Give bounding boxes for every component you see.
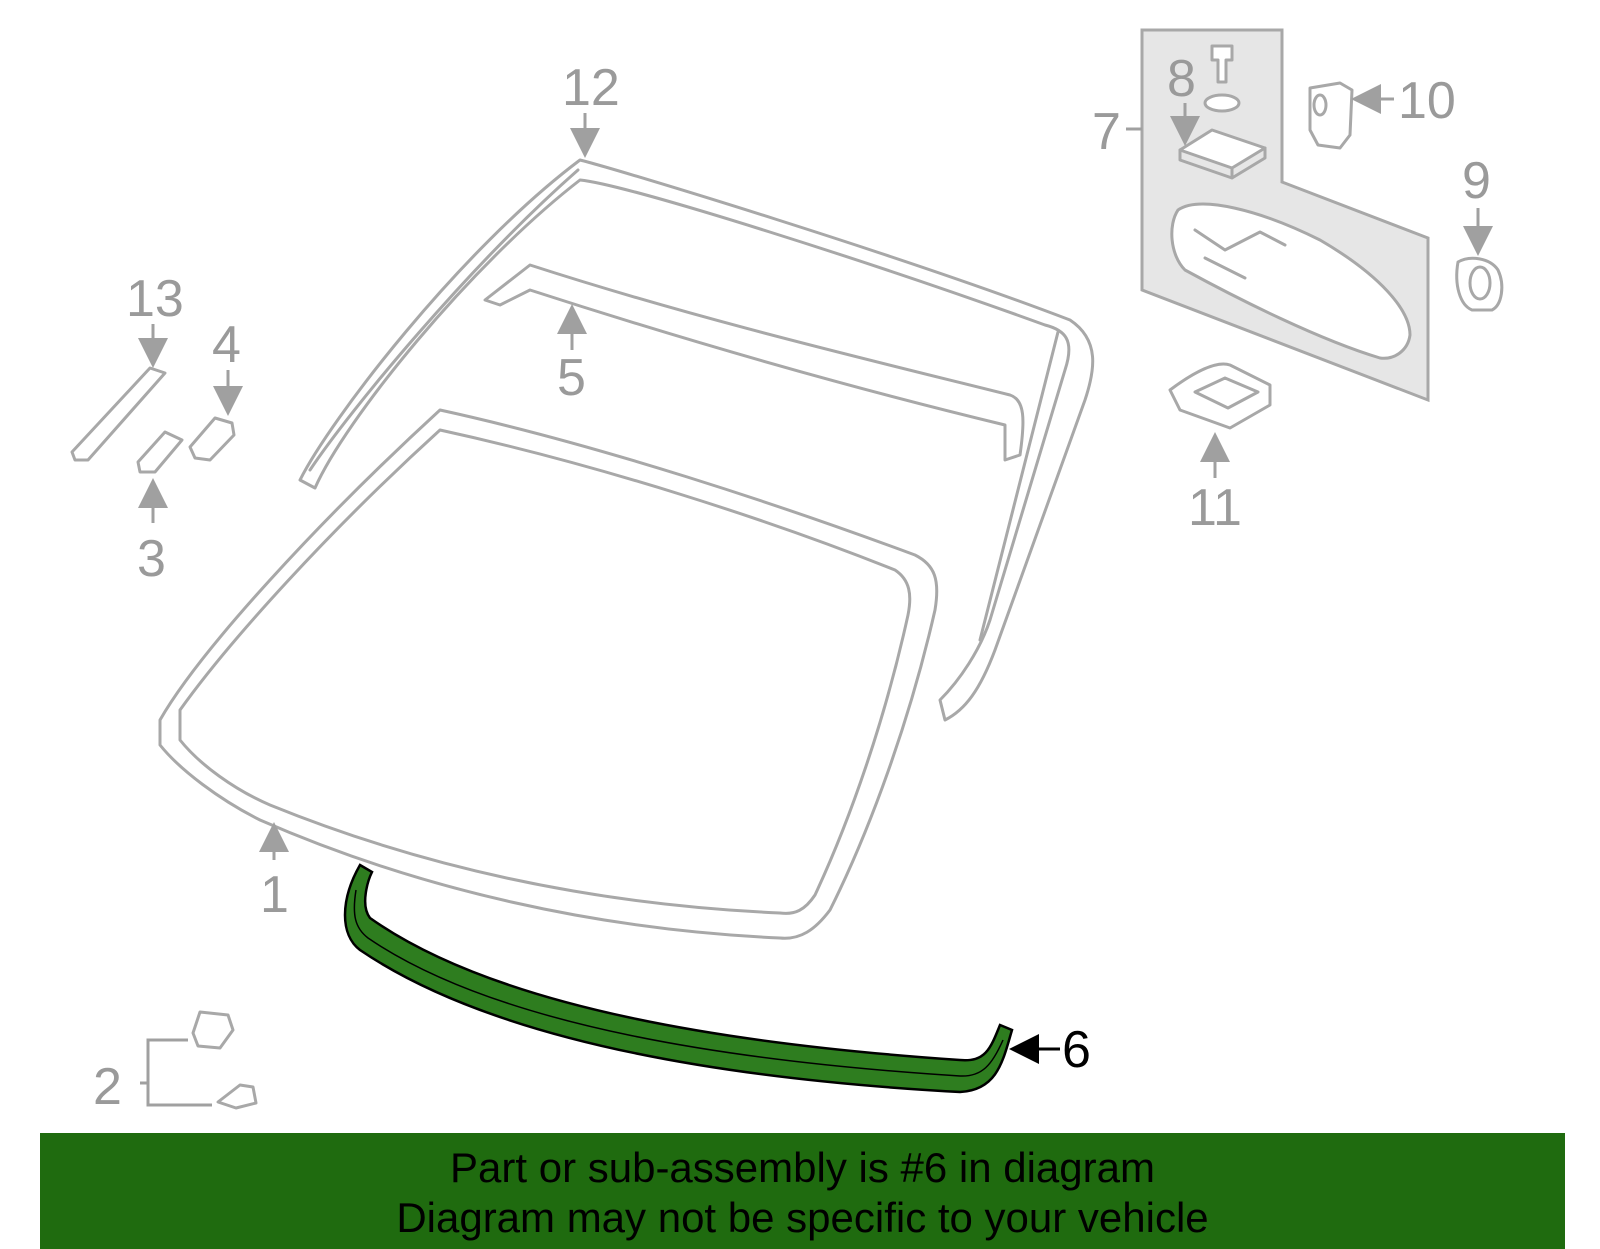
part-2-clips bbox=[191, 1010, 258, 1110]
callout-4: 4 bbox=[212, 316, 241, 374]
banner-line-disclaimer: Diagram may not be specific to your vehi… bbox=[396, 1194, 1209, 1241]
callout-12: 12 bbox=[562, 59, 620, 117]
part-13-strip bbox=[70, 366, 167, 462]
part-11-base bbox=[1168, 362, 1272, 430]
callout-3: 3 bbox=[137, 530, 166, 588]
part-7-mirror-assembly bbox=[1140, 28, 1430, 403]
callout-8: 8 bbox=[1167, 50, 1196, 108]
callout-1: 1 bbox=[260, 866, 289, 924]
part-9-grommet bbox=[1455, 256, 1504, 312]
callout-9: 9 bbox=[1462, 152, 1491, 210]
callout-2: 2 bbox=[93, 1058, 122, 1116]
part-1-windshield bbox=[158, 408, 939, 940]
callout-6[interactable]: 6 bbox=[1062, 1021, 1091, 1079]
part-6-lower-molding bbox=[343, 863, 1014, 1094]
banner-line-part: Part or sub-assembly is #6 in diagram bbox=[450, 1144, 1155, 1191]
part-12-molding bbox=[298, 158, 1095, 722]
part-8-pad-screw bbox=[1178, 44, 1267, 180]
part-10-cover bbox=[1308, 81, 1354, 150]
callout-11: 11 bbox=[1188, 479, 1242, 537]
part-3-clip bbox=[136, 430, 184, 474]
part-4-bracket bbox=[188, 416, 236, 462]
part-5-upper-molding bbox=[483, 263, 1025, 462]
callout-13: 13 bbox=[126, 270, 184, 328]
callout-7: 7 bbox=[1092, 103, 1121, 161]
info-banner: Part or sub-assembly is #6 in diagram Di… bbox=[40, 1133, 1565, 1249]
callout-5: 5 bbox=[557, 349, 586, 407]
callout-10: 10 bbox=[1398, 72, 1456, 130]
leader-2 bbox=[140, 1038, 212, 1107]
